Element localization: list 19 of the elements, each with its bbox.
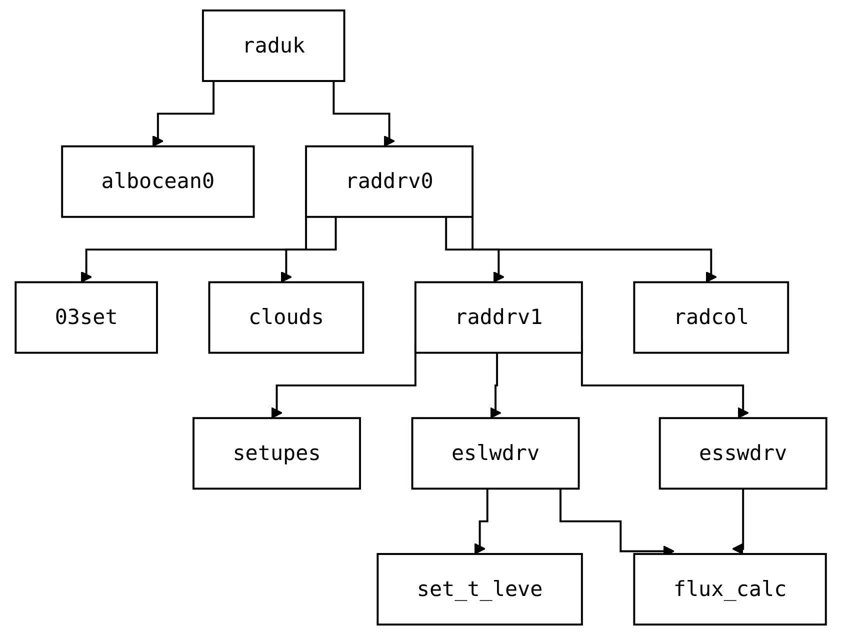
- arrow: [152, 81, 215, 147]
- arrow: [732, 488, 744, 555]
- arrow: [280, 216, 337, 283]
- node-box: raddrv1: [414, 281, 583, 354]
- arrow: [445, 216, 504, 283]
- arrow: [474, 488, 488, 555]
- node-box: albocean0: [61, 145, 255, 218]
- node-box: clouds: [208, 281, 364, 354]
- node-box: setupes: [192, 417, 361, 490]
- node-box: eslwdrv: [411, 417, 580, 490]
- node-box: radcol: [633, 281, 790, 354]
- arrow: [490, 352, 502, 419]
- node-box: esswdrv: [658, 417, 828, 490]
- node-box: raduk: [202, 9, 346, 82]
- node-box: set_t_leve: [376, 553, 583, 626]
- node-box: flux_calc: [633, 553, 827, 626]
- node-box: raddrv0: [305, 145, 474, 218]
- node-box: 03set: [14, 281, 158, 354]
- arrow: [332, 81, 396, 147]
